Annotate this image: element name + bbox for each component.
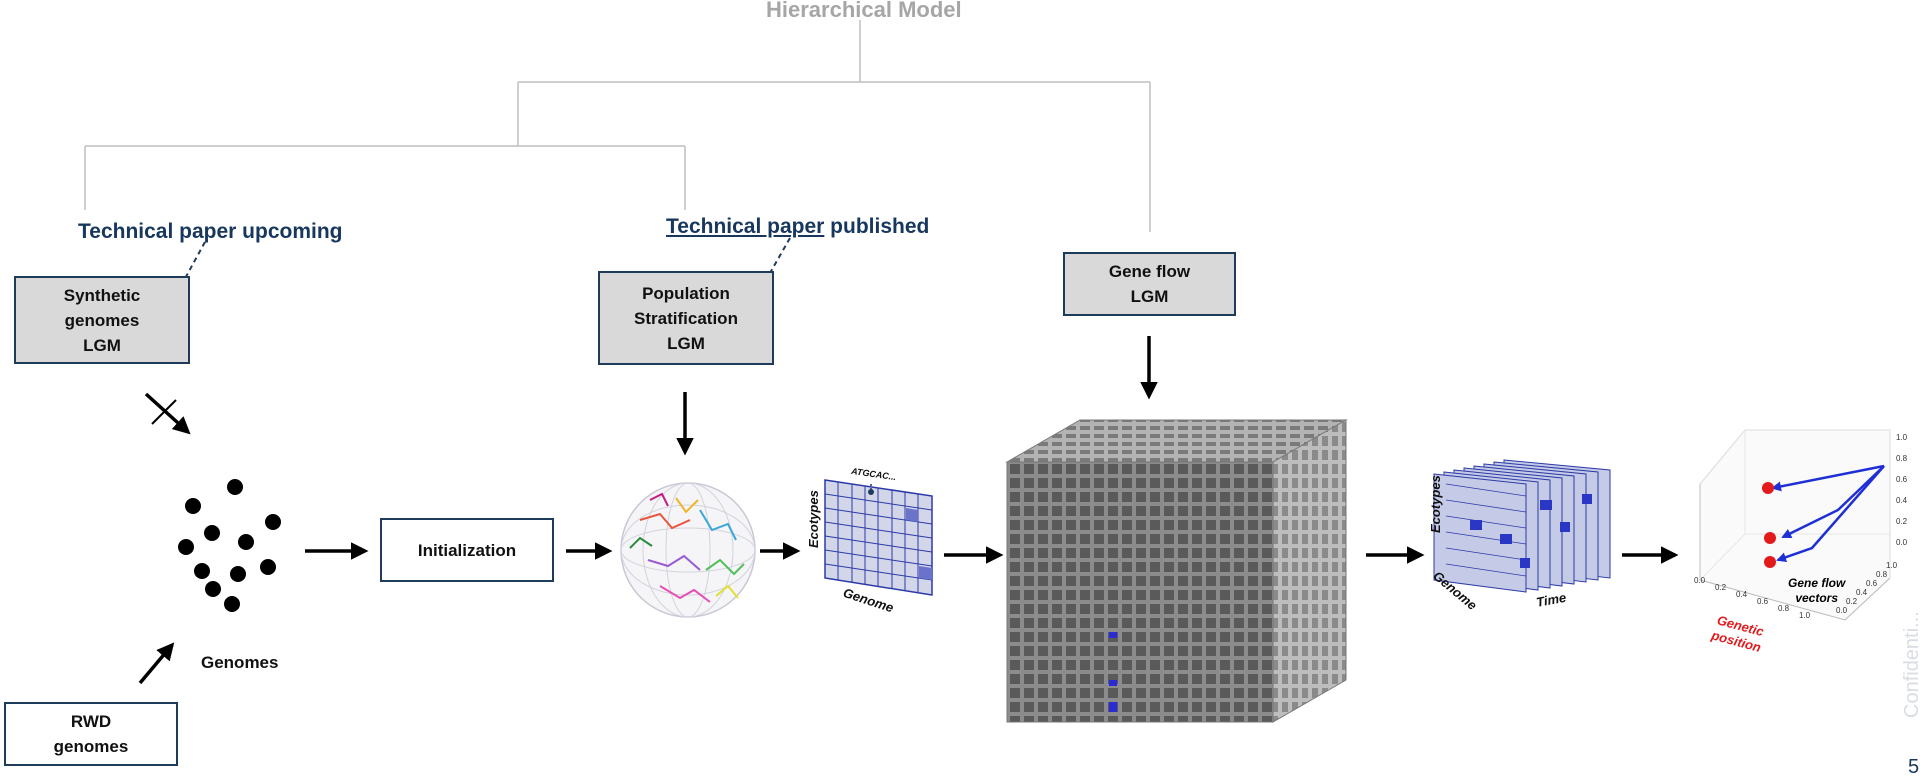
confidential-watermark: Confidenti... [1901,611,1920,718]
note-published: Technical paper published [666,215,929,239]
ecotypes-label-stack: Ecotypes [1428,475,1443,533]
page-title: Hierarchical Model [766,0,962,22]
y-tick-label: 1.0 [1886,561,1898,570]
scatter-3d-icon [1699,429,1891,621]
x-tick-label: 0.8 [1778,604,1790,613]
rwd-genomes-box: RWD genomes [4,702,178,766]
z-tick-label: 0.0 [1896,538,1908,547]
x-tick-label: 0.0 [1694,576,1706,585]
dot-cluster-icon [178,479,281,612]
flow-arrows [305,542,1679,564]
popstrat-line-3: LGM [667,333,705,353]
hierarchy-tree [84,20,1151,232]
z-tick-label: 0.2 [1896,517,1908,526]
technical-paper-link[interactable]: Technical paper [666,215,825,238]
population-stratification-box: Population Stratification LGM [598,271,774,365]
y-tick-label: 0.8 [1876,570,1888,579]
note-published-rest: published [824,215,930,238]
synthetic-line-2: genomes [64,310,140,330]
y-tick-label: 0.2 [1846,597,1858,606]
z-tick-label: 0.4 [1896,496,1908,505]
grid-matrix-icon [824,479,933,596]
gene-flow-vectors [1771,464,1885,563]
gfv-line-2: vectors [1795,591,1839,605]
geneflow-line-2: LGM [1130,287,1169,306]
popstrat-line-2: Stratification [634,308,738,328]
gfv-line-1: Gene flow [1788,576,1846,590]
gene-flow-box: Gene flow LGM [1063,252,1236,316]
arrow-rwd-up [138,642,175,685]
genomes-label: Genomes [201,653,279,672]
z-tick-label: 0.6 [1896,475,1908,484]
y-tick-label: 0.6 [1866,579,1878,588]
x-tick-label: 0.2 [1715,583,1727,592]
stacked-grids-icon [1433,459,1611,593]
ecotypes-label-matrix: Ecotypes [806,490,821,548]
data-point [1764,556,1776,568]
crossed-arrow-icon [144,392,191,435]
popstrat-line-1: Population [642,283,730,303]
cube-icon [1005,419,1348,723]
rwd-line-1: RWD [70,712,112,731]
sphere-icon [620,482,756,618]
synthetic-line-1: Synthetic [63,285,141,305]
z-tick-label: 0.8 [1896,454,1908,463]
synthetic-line-3: LGM [83,335,121,355]
y-tick-label: 0.4 [1856,588,1868,597]
initialization-box: Initialization [380,518,554,582]
synthetic-genomes-box: Synthetic genomes LGM [14,276,190,364]
x-tick-label: 0.6 [1757,597,1769,606]
x-tick-label: 1.0 [1799,611,1811,620]
x-tick-label: 0.4 [1736,590,1748,599]
z-tick-label: 1.0 [1896,433,1908,442]
data-point [1764,532,1776,544]
rwd-line-2: genomes [53,737,129,756]
geneflow-line-1: Gene flow [1108,262,1191,281]
page-number: 5 [1908,756,1920,778]
gene-flow-vectors-label: Gene flow vectors [1788,576,1845,606]
y-tick-label: 0.0 [1836,606,1848,615]
note-upcoming: Technical paper upcoming [78,220,343,243]
data-point [1762,482,1774,494]
